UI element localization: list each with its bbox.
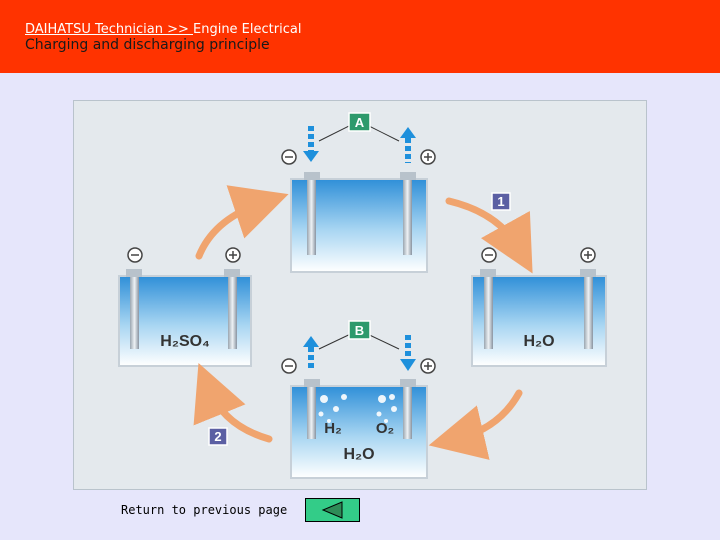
plus-terminal-icon xyxy=(420,358,436,374)
electrolyte-label-left: H₂SO₄ xyxy=(160,333,209,350)
battery-right: H₂O xyxy=(471,247,607,367)
minus-terminal-icon xyxy=(481,247,497,263)
cycle-arrow-bottom-right-icon xyxy=(428,389,523,460)
breadcrumb-current: Engine Electrical xyxy=(193,22,302,37)
step-1-box xyxy=(491,192,511,211)
cycle-arrow-top-left-icon xyxy=(195,185,289,260)
gas-label-o2: O₂ xyxy=(376,420,394,437)
electrolyte-label-bottom: H₂O xyxy=(343,446,374,463)
minus-terminal-icon xyxy=(281,149,297,165)
plus-terminal-icon xyxy=(580,247,596,263)
plus-terminal-icon xyxy=(225,247,241,263)
plus-terminal-icon xyxy=(420,149,436,165)
step-2-label: 2 xyxy=(214,429,221,444)
electrolyte-label-right: H₂O xyxy=(523,333,554,350)
step-1-label: 1 xyxy=(497,194,504,209)
flow-down-arrow-icon xyxy=(400,335,416,371)
label-a: A xyxy=(355,115,365,130)
return-label: Return to previous page xyxy=(121,503,288,517)
minus-terminal-icon xyxy=(281,358,297,374)
label-b-box xyxy=(348,320,371,340)
label-a-box xyxy=(348,112,371,132)
flow-down-arrow-icon xyxy=(303,126,319,162)
breadcrumb-link[interactable]: DAIHATSU Technician >> xyxy=(25,22,193,37)
battery-top: A xyxy=(281,112,436,273)
cycle-arrow-bottom-left-icon xyxy=(193,363,273,443)
page-title: Charging and discharging principle xyxy=(25,37,270,53)
flow-up-arrow-icon xyxy=(303,336,319,371)
minus-terminal-icon xyxy=(127,247,143,263)
breadcrumb: DAIHATSU Technician >> Engine Electrical xyxy=(25,22,301,37)
gas-bubbles-icon xyxy=(318,394,397,423)
label-b: B xyxy=(355,323,364,338)
header-bar: DAIHATSU Technician >> Engine Electrical… xyxy=(0,0,720,73)
flow-up-arrow-icon xyxy=(400,127,416,163)
back-button[interactable] xyxy=(305,498,360,522)
cycle-arrow-top-right-icon xyxy=(445,197,533,274)
back-arrow-icon xyxy=(321,501,343,519)
diagram-panel: A H₂SO₄ xyxy=(73,100,647,490)
battery-charge-cycle-diagram: A H₂SO₄ xyxy=(118,112,607,479)
gas-label-h2: H₂ xyxy=(324,420,342,437)
battery-left: H₂SO₄ xyxy=(118,247,252,367)
battery-bottom: B H₂ O₂ H₂O xyxy=(281,320,436,479)
cycle-arrows xyxy=(193,185,533,460)
step-2-box xyxy=(208,427,228,446)
